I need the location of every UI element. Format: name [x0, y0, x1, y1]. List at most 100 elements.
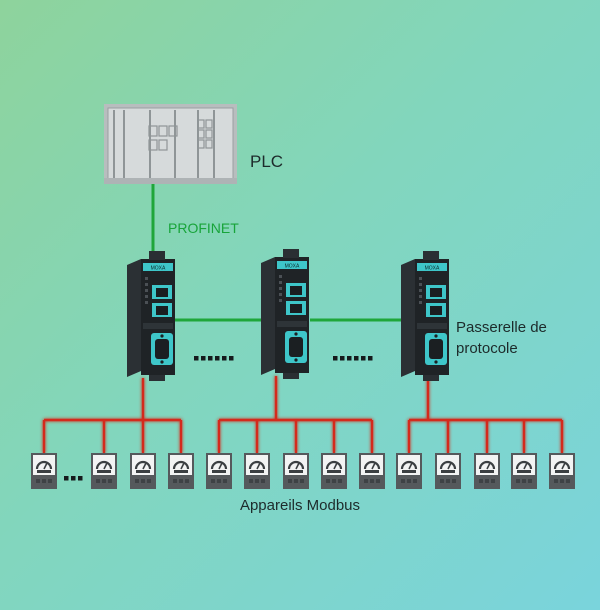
ellipsis-dot: [215, 356, 220, 361]
plc-io-indicator: [205, 129, 213, 139]
gauge-icon: [553, 460, 571, 470]
gateway-led: [145, 295, 148, 298]
gauge-needle: [180, 462, 185, 470]
device-button: [185, 479, 189, 483]
ellipsis-dot: [208, 356, 213, 361]
gateway-bottom-clip: [423, 375, 439, 381]
modbus-device-icon: [435, 453, 461, 489]
device-button: [300, 479, 304, 483]
plc-io-indicator: [197, 129, 205, 139]
device-button: [255, 479, 259, 483]
ellipsis-dot: [222, 356, 227, 361]
gateway-divider: [277, 321, 307, 327]
ethernet-port-icon: [290, 286, 302, 295]
ethernet-port-icon: [156, 288, 168, 297]
gateway-led: [419, 277, 422, 280]
gateway-side: [127, 259, 141, 377]
device-button: [566, 479, 570, 483]
device-button: [522, 479, 526, 483]
gateway-led: [419, 301, 422, 304]
device-button: [554, 479, 558, 483]
device-button: [217, 479, 221, 483]
device-button: [147, 479, 151, 483]
gateway-screw: [160, 334, 164, 338]
plc-io-indicator: [197, 119, 205, 129]
gateway-divider: [417, 323, 447, 329]
device-button: [141, 479, 145, 483]
gateway-led: [279, 275, 282, 278]
gauge-icon: [35, 460, 53, 470]
device-button: [326, 479, 330, 483]
modbus-device-icon: [31, 453, 57, 489]
modbus-network: [42, 376, 564, 453]
gateway-led: [419, 283, 422, 286]
gateway-bottom-clip: [149, 375, 165, 381]
gauge-base: [555, 470, 569, 473]
ellipsis-dot: [354, 356, 359, 361]
device-button: [179, 479, 183, 483]
profinet-label: PROFINET: [168, 220, 239, 236]
device-button: [42, 479, 46, 483]
serial-port-icon: [155, 339, 169, 359]
plc-label: PLC: [250, 152, 284, 171]
gauge-icon: [478, 460, 496, 470]
gauge-base: [327, 470, 341, 473]
device-button: [294, 479, 298, 483]
ellipsis-dot: [368, 356, 373, 361]
gateway-led: [279, 287, 282, 290]
gauge-needle: [371, 462, 376, 470]
gauge-icon: [325, 460, 343, 470]
gateway-led: [145, 277, 148, 280]
gateway-led: [145, 283, 148, 286]
gauge-base: [289, 470, 303, 473]
modbus-device-icon: [549, 453, 575, 489]
gauge-icon: [439, 460, 457, 470]
device-button: [452, 479, 456, 483]
device-button: [370, 479, 374, 483]
serial-port-icon: [429, 339, 443, 359]
device-button: [173, 479, 177, 483]
ethernet-port-icon: [430, 306, 442, 315]
gateway-brand-strip: [277, 261, 307, 269]
gateway-led: [279, 299, 282, 302]
device-button: [249, 479, 253, 483]
modbus-device-icon: [359, 453, 385, 489]
gauge-base: [212, 470, 226, 473]
device-button: [376, 479, 380, 483]
device-button: [440, 479, 444, 483]
gateway-brand-strip: [417, 263, 447, 271]
gateway-led: [145, 301, 148, 304]
profinet-network: [151, 184, 405, 322]
gateway-icon: MOXA: [401, 251, 449, 381]
gateway-brand-text: MOXA: [285, 264, 300, 270]
device-button: [108, 479, 112, 483]
device-button: [36, 479, 40, 483]
gauge-icon: [210, 460, 228, 470]
gauge-icon: [515, 460, 533, 470]
gauge-icon: [287, 460, 305, 470]
modbus-device-icon: [244, 453, 270, 489]
plc-module-indicator: [168, 125, 178, 137]
gauge-needle: [295, 462, 300, 470]
modbus-device-icon: [321, 453, 347, 489]
device-button: [261, 479, 265, 483]
gateway-icon: MOXA: [127, 251, 175, 381]
device-button: [135, 479, 139, 483]
ellipsis-dot: [333, 356, 338, 361]
plc-module-indicator: [148, 139, 158, 151]
gauge-needle: [561, 462, 566, 470]
gateways: MOXA MOXA MOXA: [127, 249, 449, 381]
modbus-device-icon: [91, 453, 117, 489]
device-button: [332, 479, 336, 483]
ellipsis-dot: [64, 476, 69, 481]
device-button: [528, 479, 532, 483]
plc-module-indicator: [148, 125, 158, 137]
gateway-led: [279, 281, 282, 284]
gateway-icon: MOXA: [261, 249, 309, 379]
gauge-base: [250, 470, 264, 473]
plc-io-indicator: [205, 119, 213, 129]
gateway-din-clip: [423, 251, 439, 260]
gauge-icon: [95, 460, 113, 470]
modbus-device-icon: [396, 453, 422, 489]
